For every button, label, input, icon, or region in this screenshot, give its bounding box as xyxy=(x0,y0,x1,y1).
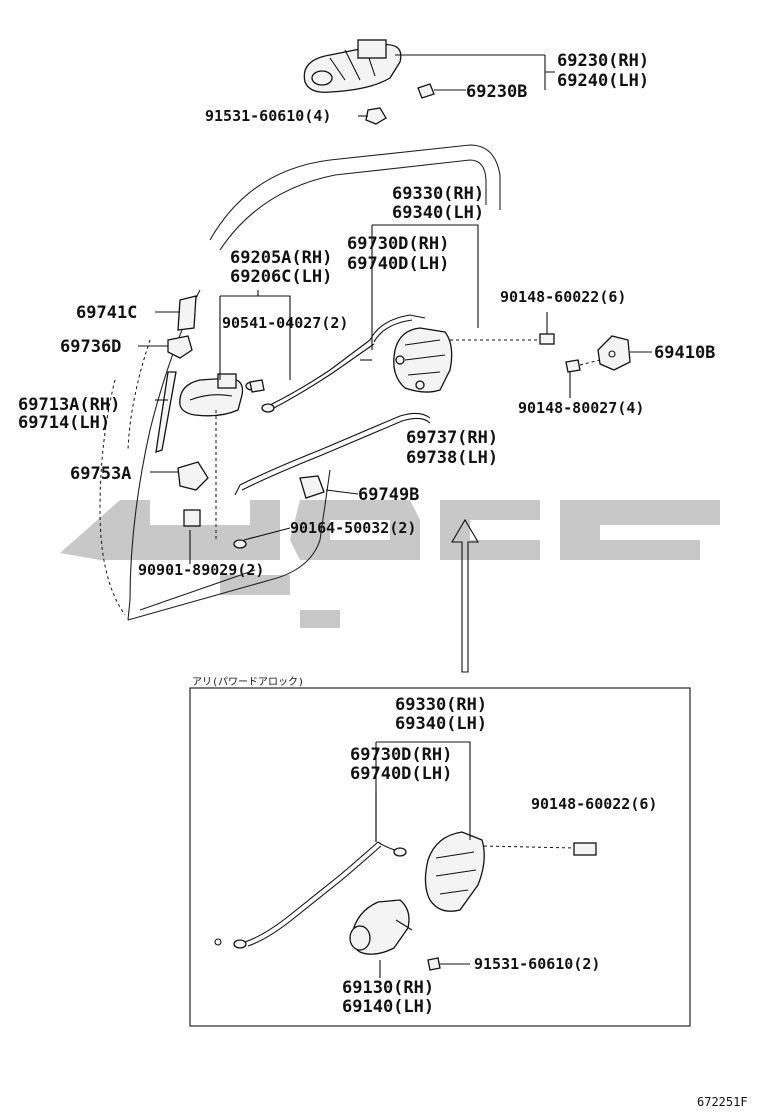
label-69130: 69130(RH) xyxy=(342,978,434,998)
label-69230: 69230(RH) xyxy=(557,51,649,71)
cushion-90901 xyxy=(183,509,201,527)
bolt-91531-top xyxy=(358,107,387,125)
watermark xyxy=(60,500,720,628)
label-69330-inset: 69330(RH) xyxy=(395,695,487,715)
label-69330: 69330(RH) xyxy=(392,184,484,204)
outside-handle xyxy=(303,39,402,93)
label-69340: 69340(LH) xyxy=(392,203,484,223)
label-69738: 69738(LH) xyxy=(406,448,498,468)
label-90541: 90541-04027(2) xyxy=(222,314,348,332)
inset-lock-assembly xyxy=(424,831,485,912)
screw-90541 xyxy=(249,379,265,393)
bracket-69753a xyxy=(177,461,209,491)
label-91531-top: 91531-60610(4) xyxy=(205,107,331,125)
label-90148-80027: 90148-80027(4) xyxy=(518,399,644,417)
leaders-main xyxy=(138,224,652,564)
inset-screw-91531 xyxy=(427,957,470,971)
labels: 69230(RH) 69240(LH) 69230B 91531-60610(4… xyxy=(18,51,748,1109)
label-69737: 69737(RH) xyxy=(406,428,498,448)
label-69206c: 69206C(LH) xyxy=(230,267,332,287)
lock-assembly-main xyxy=(393,327,453,393)
label-69736d: 69736D xyxy=(60,337,121,357)
label-90164: 90164-50032(2) xyxy=(290,519,416,537)
inset-bolt-90148 xyxy=(573,842,597,856)
label-69749b: 69749B xyxy=(358,485,419,505)
label-69740d: 69740D(LH) xyxy=(347,254,449,274)
label-90148-inset: 90148-60022(6) xyxy=(531,795,657,813)
label-69740d-inset: 69740D(LH) xyxy=(350,764,452,784)
clip-69736d xyxy=(167,335,193,359)
striker-69410b xyxy=(597,335,631,371)
inset-motor-69130 xyxy=(349,899,413,955)
leader-69230 xyxy=(395,54,555,90)
label-69753a: 69753A xyxy=(70,464,131,484)
screw-90148-80027 xyxy=(565,359,581,373)
door-outline xyxy=(99,144,501,621)
label-90901: 90901-89029(2) xyxy=(138,561,264,579)
rod-69737 xyxy=(234,412,431,496)
screw-69230b xyxy=(417,83,466,99)
bolt-90148-60022 xyxy=(539,312,555,345)
label-69714: 69714(LH) xyxy=(18,413,110,433)
label-69140: 69140(LH) xyxy=(342,997,434,1017)
label-69410b: 69410B xyxy=(654,343,715,363)
label-91531-inset: 91531-60610(2) xyxy=(474,955,600,973)
label-69230b: 69230B xyxy=(466,82,527,102)
label-69340-inset: 69340(LH) xyxy=(395,714,487,734)
inset-box xyxy=(189,687,691,1027)
label-69730d: 69730D(RH) xyxy=(347,234,449,254)
label-90148-60022: 90148-60022(6) xyxy=(500,288,626,306)
rod-69713 xyxy=(155,371,177,453)
label-69205a: 69205A(RH) xyxy=(230,248,332,268)
figure-code: 672251F xyxy=(697,1095,748,1109)
label-69741c: 69741C xyxy=(76,303,137,323)
inset-leaders xyxy=(375,741,575,978)
cap-69741c xyxy=(177,295,197,331)
label-69730d-inset: 69730D(RH) xyxy=(350,745,452,765)
inside-handle-69205 xyxy=(179,373,244,417)
label-69713a: 69713A(RH) xyxy=(18,395,120,415)
inset-title: アリ(パワードアロック) xyxy=(192,676,304,688)
inset-arrow xyxy=(451,518,479,673)
clip-90164 xyxy=(233,539,247,549)
inset-rod-end xyxy=(393,847,407,857)
clip-69749b xyxy=(299,475,325,499)
label-69240: 69240(LH) xyxy=(557,71,649,91)
